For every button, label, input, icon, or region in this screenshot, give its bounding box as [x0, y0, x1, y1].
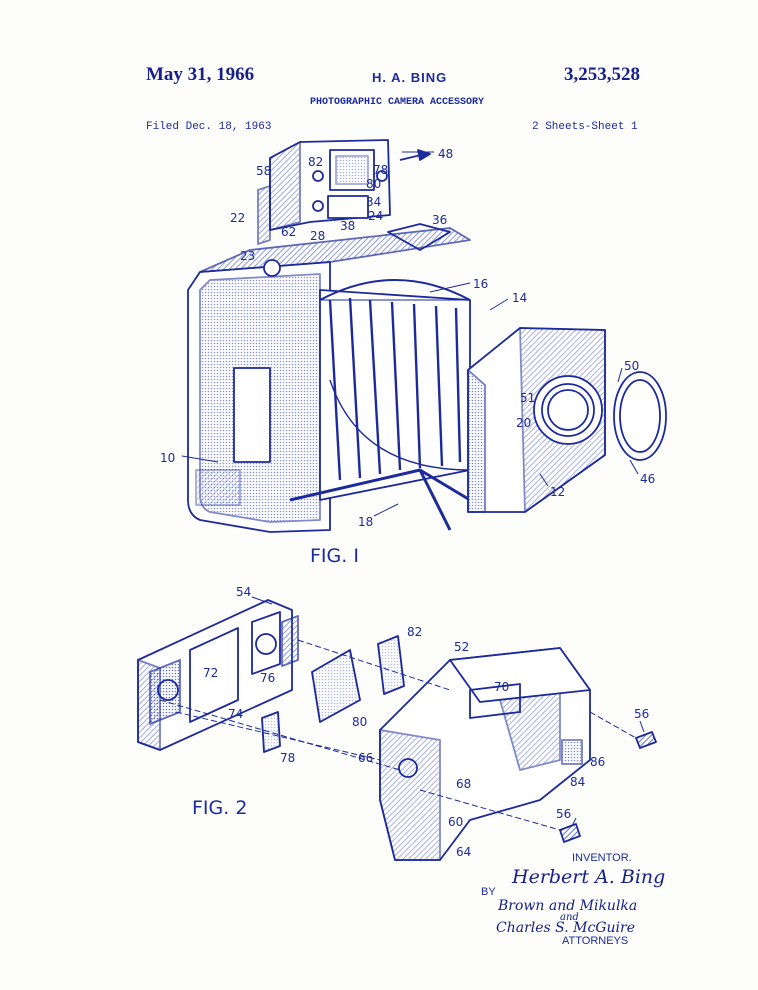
label-16: 16: [473, 277, 488, 291]
label-22: 22: [230, 211, 245, 225]
sheet-count: 2 Sheets-Sheet 1: [532, 121, 638, 133]
fig2-labels: 54 82 52 72 76 70 74 80 56 78 66 68 86 8…: [192, 585, 649, 859]
by-label: BY: [481, 886, 496, 898]
label-62: 62: [281, 225, 296, 239]
fig2-caption: FIG. 2: [192, 797, 247, 819]
firm-signature: Brown and Mikulka: [498, 898, 638, 914]
label-46: 46: [640, 472, 655, 486]
label-34: 34: [366, 195, 381, 209]
leader-lines: [181, 151, 645, 827]
label-78-fig2: 78: [280, 751, 295, 765]
label-10: 10: [160, 451, 175, 465]
label-86: 86: [590, 755, 605, 769]
label-82-fig2: 82: [407, 625, 422, 639]
fig1-caption: FIG. I: [310, 545, 359, 567]
attorneys-label: ATTORNEYS: [562, 935, 629, 947]
label-56-bottom: 56: [556, 807, 571, 821]
label-70: 70: [494, 680, 509, 694]
label-18: 18: [358, 515, 373, 529]
fig2-exploded-view: [137, 599, 657, 861]
label-76: 76: [260, 671, 275, 685]
label-74: 74: [228, 707, 243, 721]
label-72: 72: [203, 666, 218, 680]
label-54: 54: [236, 585, 251, 599]
label-28: 28: [310, 229, 325, 243]
label-38: 38: [340, 219, 355, 233]
label-14: 14: [512, 291, 527, 305]
label-20: 20: [516, 416, 531, 430]
fig1-camera: [187, 139, 667, 533]
patent-number: 3,253,528: [564, 64, 640, 85]
label-60: 60: [448, 815, 463, 829]
label-68: 68: [456, 777, 471, 791]
label-36: 36: [432, 213, 447, 227]
inventor-header: H. A. BING: [372, 70, 448, 85]
attorney-signature: Charles S. McGuire: [496, 920, 635, 936]
label-78-fig1: 78: [373, 163, 388, 177]
label-56-top: 56: [634, 707, 649, 721]
label-23: 23: [240, 249, 255, 263]
label-80-fig2: 80: [352, 715, 367, 729]
label-52: 52: [454, 640, 469, 654]
label-66: 66: [358, 751, 373, 765]
assembly-lines: [159, 639, 637, 831]
inventor-label: INVENTOR.: [572, 852, 632, 864]
label-24: 24: [368, 209, 383, 223]
filed-date: Filed Dec. 18, 1963: [146, 121, 272, 133]
label-64: 64: [456, 845, 471, 859]
inventor-signature: Herbert A. Bing: [512, 866, 666, 888]
patent-title: PHOTOGRAPHIC CAMERA ACCESSORY: [310, 97, 485, 108]
label-58: 58: [256, 164, 271, 178]
label-80-fig1: 80: [366, 177, 381, 191]
label-48: 48: [438, 147, 453, 161]
label-84: 84: [570, 775, 585, 789]
fig1-labels: 48 82 78 58 80 34 22 62 28 38 24 36 23 1…: [160, 147, 655, 567]
label-50: 50: [624, 359, 639, 373]
label-82-fig1: 82: [308, 155, 323, 169]
label-51: 51: [520, 391, 535, 405]
and-signature: and: [560, 912, 579, 923]
patent-date: May 31, 1966: [146, 64, 255, 85]
label-12: 12: [550, 485, 565, 499]
